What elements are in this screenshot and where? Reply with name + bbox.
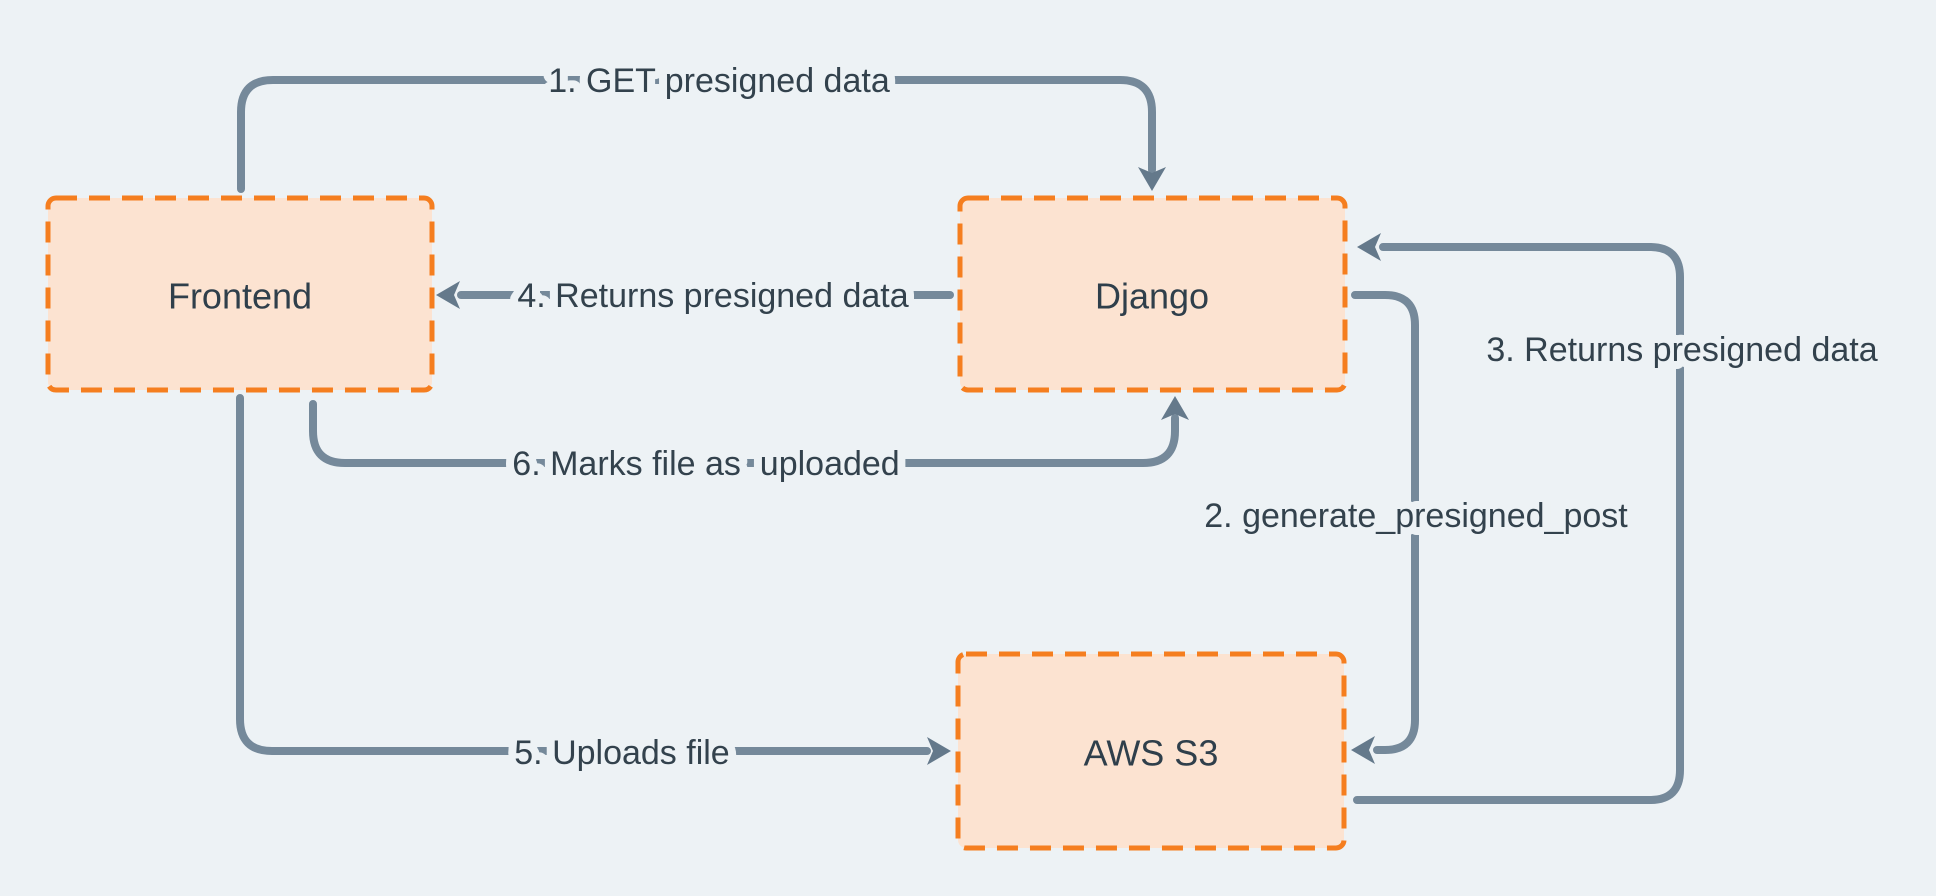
edge-5-arrowhead-right-icon	[927, 737, 951, 765]
django-node-box	[957, 195, 1348, 393]
aws-s3-node-label: AWS S3	[1084, 733, 1219, 774]
edge-1-get-presigned-data-path	[237, 76, 1156, 193]
edge-1-arrowhead-down-icon	[1138, 167, 1166, 191]
edge-3-returns-presigned-data-path	[1353, 243, 1684, 804]
edge-6-label: 6. Marks file as uploaded	[512, 445, 899, 483]
edge-6-arrowhead-up-icon	[1161, 396, 1189, 420]
edge-1-label: 1. GET presigned data	[548, 62, 890, 100]
frontend-node-label: Frontend	[168, 276, 312, 317]
edge-3-label: 3. Returns presigned data	[1486, 331, 1877, 369]
edge-4-label: 4. Returns presigned data	[517, 277, 908, 315]
edge-3-arrowhead-left-icon	[1357, 233, 1381, 261]
django-node-label: Django	[1095, 276, 1209, 317]
frontend-node-box	[45, 195, 435, 393]
edge-2-label: 2. generate_presigned_post	[1204, 497, 1628, 535]
edge-2-generate-presigned-post-path	[1351, 291, 1419, 754]
edge-2-arrowhead-left-icon	[1351, 736, 1375, 764]
edge-6-marks-file-uploaded-path	[309, 400, 1179, 467]
edge-4-arrowhead-left-icon	[436, 281, 460, 309]
edge-5-uploads-file-path	[236, 394, 931, 755]
aws-s3-node-box	[955, 651, 1347, 851]
edge-5-label: 5. Uploads file	[514, 734, 729, 772]
